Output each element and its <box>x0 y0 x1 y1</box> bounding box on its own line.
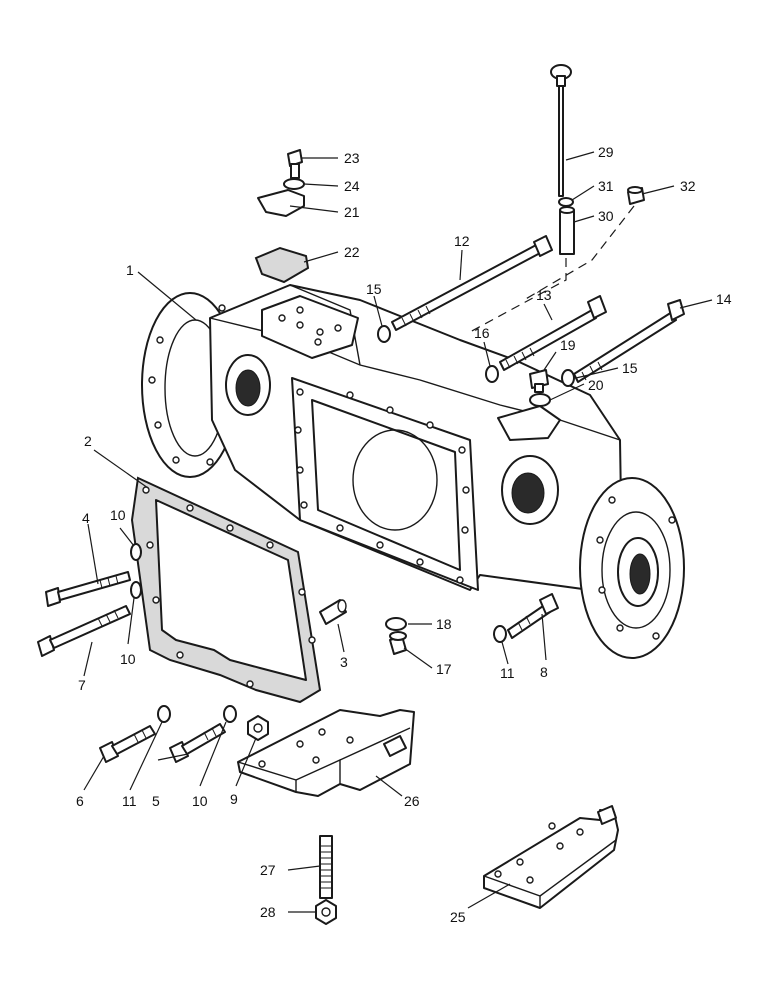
callout-10c: 10 <box>192 793 208 809</box>
assembly-line-29 <box>469 258 567 333</box>
callout-1: 1 <box>126 262 134 278</box>
callout-10a: 10 <box>110 507 126 523</box>
callout-27: 27 <box>260 862 276 878</box>
seal-18 <box>385 617 407 631</box>
washer-15-left <box>377 325 391 343</box>
callout-13: 13 <box>536 287 552 303</box>
callout-18: 18 <box>436 616 452 632</box>
cover-plate-21 <box>257 189 305 217</box>
callout-23: 23 <box>344 150 360 166</box>
nut-9 <box>247 715 269 741</box>
washer-11 <box>157 705 171 723</box>
callout-31: 31 <box>598 178 614 194</box>
callout-11b: 11 <box>500 665 515 681</box>
bracket-25 <box>483 805 619 909</box>
callout-17: 17 <box>436 661 452 677</box>
washer-20 <box>529 393 551 407</box>
callout-25: 25 <box>450 909 466 925</box>
callout-3: 3 <box>340 654 348 670</box>
callout-9: 9 <box>230 791 238 807</box>
callout-20: 20 <box>588 377 604 393</box>
bolt-8 <box>507 593 559 639</box>
callout-12: 12 <box>454 233 470 249</box>
callout-29: 29 <box>598 144 614 160</box>
washers-10-left <box>130 543 142 599</box>
callout-32: 32 <box>680 178 696 194</box>
callout-4: 4 <box>82 510 90 526</box>
callout-24: 24 <box>344 178 360 194</box>
bolt-7 <box>37 605 131 657</box>
callout-28: 28 <box>260 904 276 920</box>
callout-11a: 11 <box>122 793 137 809</box>
callout-labels: 1 2 3 4 5 6 7 8 9 10 10 10 11 11 12 13 1… <box>76 144 732 925</box>
washer-11-right <box>493 625 507 643</box>
tube-30 <box>559 206 575 255</box>
callout-22: 22 <box>344 244 360 260</box>
bolt-13 <box>499 295 607 371</box>
washer-16 <box>485 365 499 383</box>
callout-21: 21 <box>344 204 360 220</box>
leader-lines <box>83 151 713 913</box>
gasket-22 <box>254 246 310 284</box>
plug-17 <box>389 631 407 655</box>
bolt-14 <box>573 299 685 383</box>
callout-15b: 15 <box>622 360 638 376</box>
callout-14: 14 <box>716 291 732 307</box>
seal-31 <box>558 197 574 207</box>
bolt-6 <box>99 725 156 763</box>
callout-16: 16 <box>474 325 490 341</box>
bolt-4 <box>45 571 131 607</box>
cap-32 <box>627 186 645 205</box>
washer-24 <box>283 178 305 190</box>
bolt-12 <box>391 235 553 331</box>
washer-10 <box>223 705 237 723</box>
main-housing <box>141 284 685 659</box>
assembly-line-32 <box>523 205 635 301</box>
stud-27 <box>319 835 333 899</box>
callout-2: 2 <box>84 433 92 449</box>
dowel-pin <box>319 599 347 625</box>
callout-30: 30 <box>598 208 614 224</box>
callout-10b: 10 <box>120 651 136 667</box>
washer-15-right <box>561 369 575 387</box>
bracket-26 <box>237 709 415 797</box>
callout-8: 8 <box>540 664 548 680</box>
nut-28 <box>315 899 337 925</box>
callout-26: 26 <box>404 793 420 809</box>
callout-6: 6 <box>76 793 84 809</box>
callout-7: 7 <box>78 677 86 693</box>
gasket <box>130 476 322 704</box>
callout-19: 19 <box>560 337 576 353</box>
bolt-23 <box>287 149 303 179</box>
dipstick-29 <box>550 64 572 197</box>
callout-5: 5 <box>152 793 160 809</box>
callout-15a: 15 <box>366 281 382 297</box>
bolt-19 <box>529 369 549 393</box>
